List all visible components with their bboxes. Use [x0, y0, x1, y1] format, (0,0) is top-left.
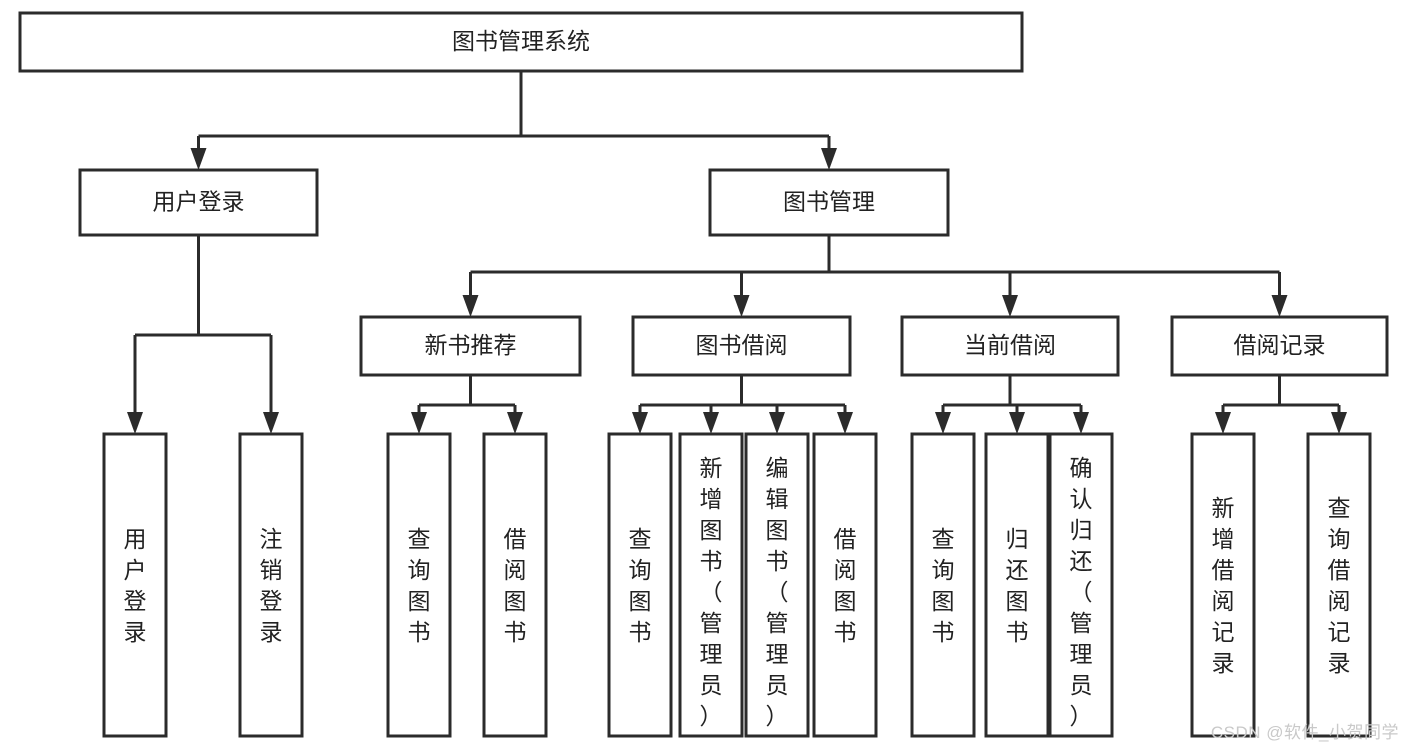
node-box-b-edit	[744, 432, 810, 738]
node-current[interactable]: 当前借阅	[900, 315, 1120, 377]
arrowhead-record	[1271, 295, 1288, 317]
node-l-login[interactable]: 用户登录	[102, 432, 168, 738]
arrowhead-r-query	[1331, 412, 1347, 434]
node-label-c-query: 查询图书	[932, 526, 955, 645]
node-box-c-query	[910, 432, 976, 738]
node-label-c-confirm: 确认归还（管理员）	[1070, 455, 1093, 729]
node-label-n-query: 查询图书	[408, 526, 431, 645]
node-borrow[interactable]: 图书借阅	[631, 315, 852, 377]
node-box-bookmgmt	[708, 168, 950, 237]
arrowhead-borrow	[733, 295, 750, 317]
node-newbook[interactable]: 新书推荐	[359, 315, 582, 377]
node-label-c-return: 归还图书	[1006, 526, 1029, 645]
edges-layer	[127, 71, 1347, 434]
arrowhead-c-query	[935, 412, 951, 434]
node-box-c-confirm	[1048, 432, 1114, 738]
arrowhead-r-add	[1215, 412, 1231, 434]
node-box-current	[900, 315, 1120, 377]
node-label-current: 当前借阅	[964, 332, 1056, 358]
node-c-query[interactable]: 查询图书	[910, 432, 976, 738]
arrowhead-current	[1002, 295, 1018, 317]
nodes-layer: 图书管理系统用户登录图书管理新书推荐图书借阅当前借阅借阅记录用户登录注销登录查询…	[18, 11, 1389, 738]
node-box-b-query	[607, 432, 673, 738]
node-bookmgmt[interactable]: 图书管理	[708, 168, 950, 237]
arrowhead-bookmgmt	[821, 148, 837, 170]
node-box-l-logout	[238, 432, 304, 738]
node-r-query[interactable]: 查询借阅记录	[1306, 432, 1372, 738]
arrowhead-b-lend	[837, 412, 853, 434]
arrowhead-b-add	[703, 412, 719, 434]
node-b-edit[interactable]: 编辑图书（管理员）	[744, 432, 810, 738]
arrowhead-n-borrow	[507, 412, 523, 434]
node-record[interactable]: 借阅记录	[1170, 315, 1389, 377]
node-box-l-login	[102, 432, 168, 738]
arrowhead-c-confirm	[1073, 412, 1089, 434]
node-box-n-query	[386, 432, 452, 738]
node-label-b-add: 新增图书（管理员）	[700, 455, 723, 729]
node-box-login	[78, 168, 319, 237]
node-n-query[interactable]: 查询图书	[386, 432, 452, 738]
arrowhead-l-login	[127, 412, 143, 434]
arrowhead-n-query	[411, 412, 427, 434]
node-label-newbook: 新书推荐	[425, 332, 517, 358]
node-c-confirm[interactable]: 确认归还（管理员）	[1048, 432, 1114, 738]
node-label-l-login: 用户登录	[124, 526, 147, 645]
node-n-borrow[interactable]: 借阅图书	[482, 432, 548, 738]
arrowhead-b-query	[632, 412, 648, 434]
node-label-l-logout: 注销登录	[260, 526, 283, 645]
node-label-r-query: 查询借阅记录	[1328, 495, 1351, 676]
node-label-b-edit: 编辑图书（管理员）	[766, 455, 789, 729]
node-label-r-add: 新增借阅记录	[1212, 495, 1235, 676]
node-r-add[interactable]: 新增借阅记录	[1190, 432, 1256, 738]
node-label-b-query: 查询图书	[629, 526, 652, 645]
node-box-record	[1170, 315, 1389, 377]
arrowhead-newbook	[462, 295, 479, 317]
node-box-b-lend	[812, 432, 878, 738]
node-box-borrow	[631, 315, 852, 377]
arrowhead-login	[190, 148, 207, 170]
node-label-bookmgmt: 图书管理	[783, 189, 875, 215]
node-label-b-lend: 借阅图书	[834, 526, 857, 645]
node-box-n-borrow	[482, 432, 548, 738]
node-box-root	[18, 11, 1024, 73]
node-label-login: 用户登录	[153, 189, 245, 215]
node-l-logout[interactable]: 注销登录	[238, 432, 304, 738]
node-root[interactable]: 图书管理系统	[18, 11, 1024, 73]
arrowhead-l-logout	[263, 412, 279, 434]
node-b-lend[interactable]: 借阅图书	[812, 432, 878, 738]
node-b-query[interactable]: 查询图书	[607, 432, 673, 738]
node-label-record: 借阅记录	[1234, 332, 1326, 358]
node-label-n-borrow: 借阅图书	[504, 526, 527, 645]
node-box-b-add	[678, 432, 744, 738]
node-b-add[interactable]: 新增图书（管理员）	[678, 432, 744, 738]
arrowhead-c-return	[1009, 412, 1025, 434]
node-box-r-query	[1306, 432, 1372, 738]
node-box-r-add	[1190, 432, 1256, 738]
node-login[interactable]: 用户登录	[78, 168, 319, 237]
node-box-c-return	[984, 432, 1050, 738]
node-label-root: 图书管理系统	[452, 28, 590, 54]
node-box-newbook	[359, 315, 582, 377]
arrowhead-b-edit	[769, 412, 785, 434]
node-c-return[interactable]: 归还图书	[984, 432, 1050, 738]
node-label-borrow: 图书借阅	[696, 332, 788, 358]
